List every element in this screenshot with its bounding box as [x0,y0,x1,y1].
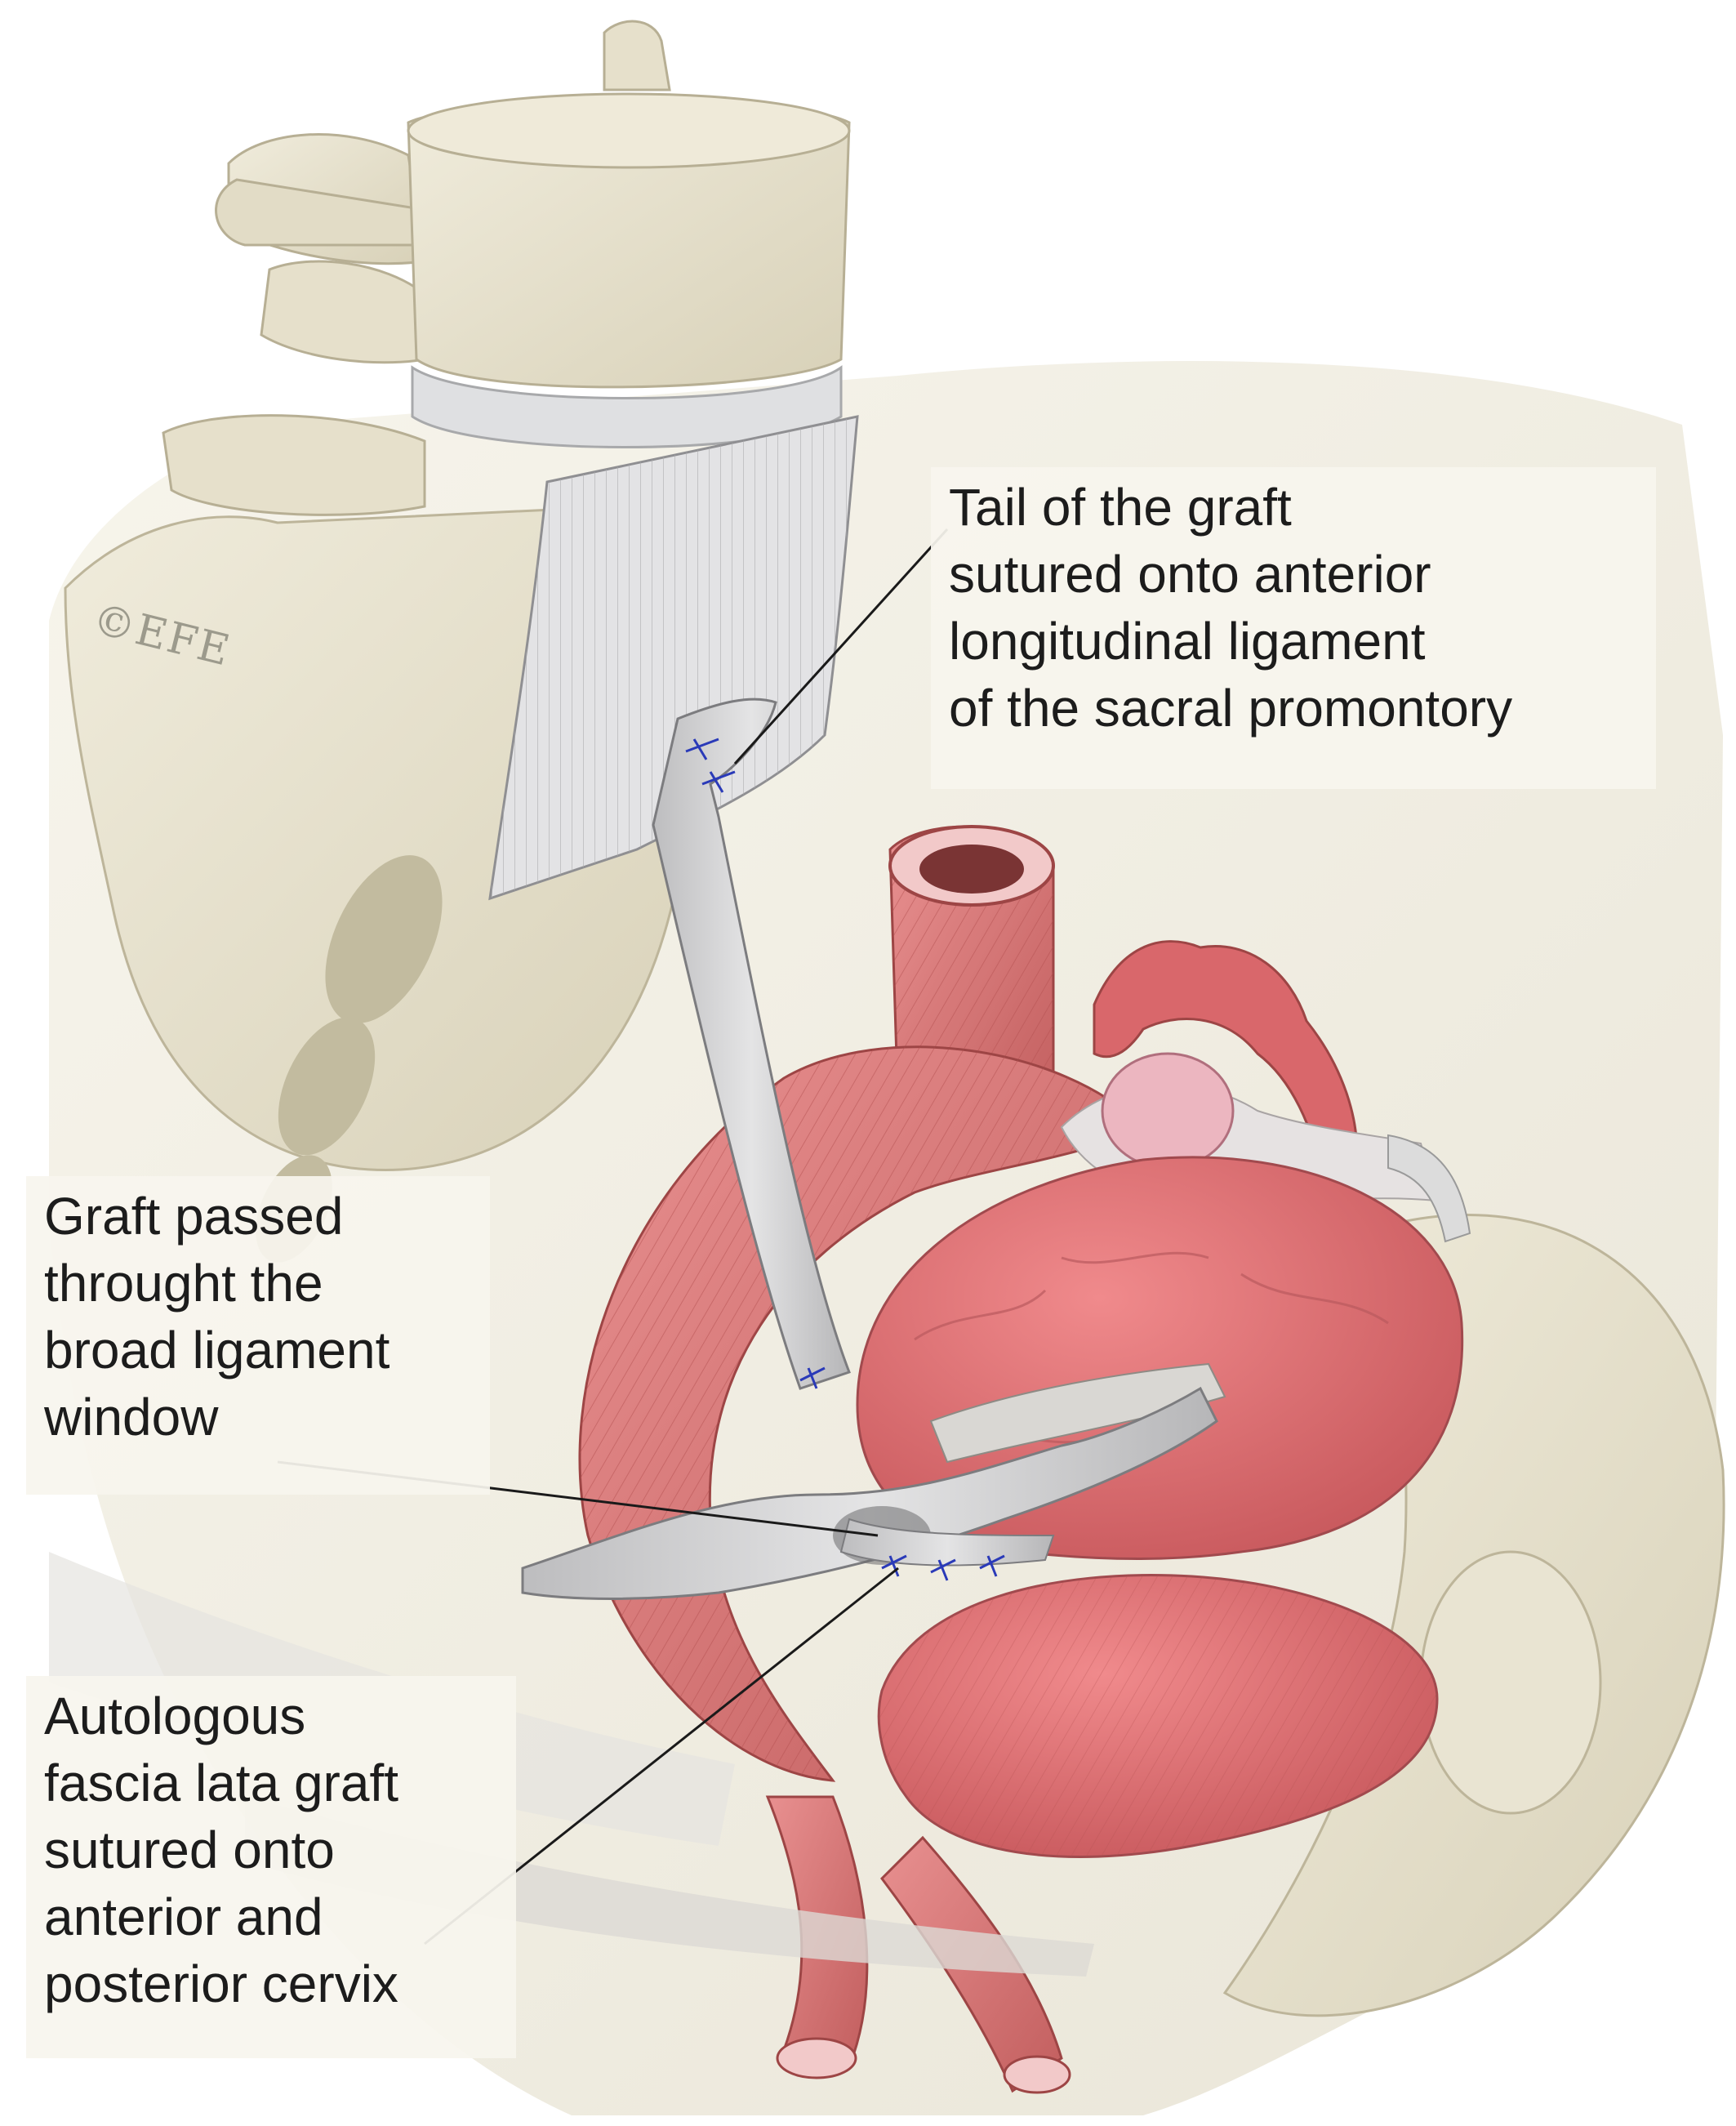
sutures-promontory [685,738,736,793]
label-line: fascia lata graft [44,1754,398,1812]
ischial-tuberosity [1419,1550,1602,1815]
spinous-process [260,260,426,364]
intervertebral-disc [411,365,843,448]
rectum-lumen-inner [919,845,1024,894]
sutures-cervix [881,1554,1005,1581]
pelvic-floor-muscles [245,1797,1094,1977]
uterine-vessels [914,1251,1389,1444]
sutures-uterus [799,1366,826,1389]
sacral-foramen [325,855,443,1023]
leader-line-tail [733,528,949,765]
ligament-striations [490,417,857,898]
graft-cervix-band [839,1518,1055,1567]
label-line: broad ligament [44,1321,390,1379]
label-line: anterior and [44,1888,323,1946]
vaginal-lumen [776,2037,857,2079]
ovary [1101,1052,1235,1170]
vertebral-endplate [407,92,851,169]
label-line: sutured onto [44,1821,335,1879]
superior-articular-process [603,20,671,91]
colon-fibers [580,1046,1143,1781]
label-line: Tail of the graft [949,478,1292,537]
label-line: throught the [44,1254,323,1313]
urethral-lumen [1003,2055,1071,2094]
label-line: Graft passed [44,1187,344,1246]
sacral-foramen [278,1017,376,1156]
label-graft-tail: Tail of the graft sutured onto anterior … [931,467,1656,789]
graft-broad-ligament-band [521,1386,1218,1600]
transverse-process [215,178,460,247]
label-line: window [44,1388,219,1446]
label-autologous-graft: Autologous fascia lata graft sutured ont… [26,1676,516,2058]
left-round-ligament [929,1362,1226,1464]
label-line: of the sacral promontory [949,679,1513,738]
articular-process [162,414,426,516]
bladder-fibers [879,1575,1437,1857]
label-line: posterior cervix [44,1954,398,2013]
label-line: longitudinal ligament [949,612,1426,671]
label-broad-ligament-window: Graft passed throught the broad ligament… [26,1176,490,1495]
fascia-lata-graft-strip [652,698,851,1390]
round-ligament [1387,1134,1471,1243]
label-line: sutured onto anterior [949,545,1431,604]
label-line: Autologous [44,1687,306,1745]
